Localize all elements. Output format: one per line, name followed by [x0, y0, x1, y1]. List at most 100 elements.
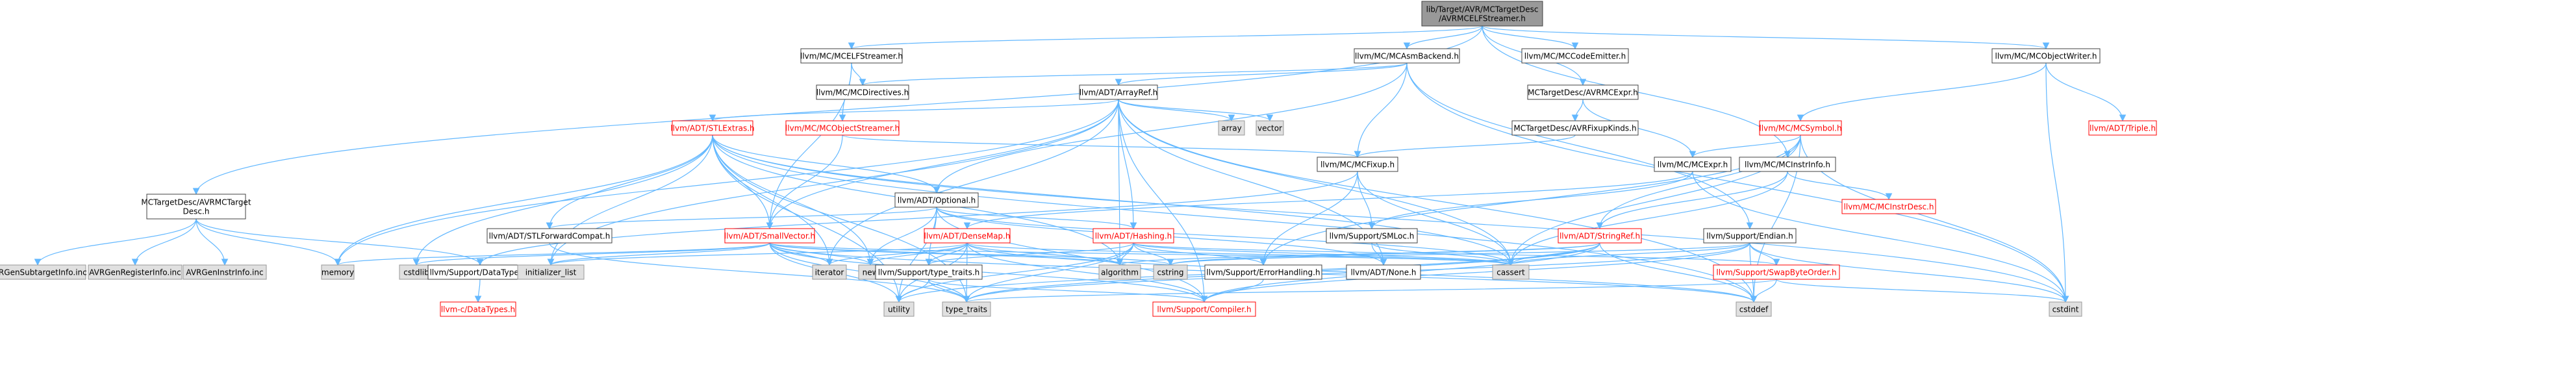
edge-avrmctargetdesc-to-memory: [196, 218, 342, 266]
node-box: [1841, 199, 1936, 214]
node-box: [0, 264, 86, 280]
node-endian[interactable]: llvm/Support/Endian.h: [1703, 228, 1797, 244]
edge-stlextras-to-initlist: [547, 134, 713, 266]
node-mcobjectwriter[interactable]: llvm/MC/MCObjectWriter.h: [1991, 48, 2101, 64]
node-box: [1098, 264, 1141, 280]
node-mcelfstreamer[interactable]: llvm/MC/MCELFStreamer.h: [800, 48, 903, 64]
edge-smallvector-to-initlist: [547, 242, 770, 266]
node-smloc[interactable]: llvm/Support/SMLoc.h: [1326, 228, 1418, 244]
node-adtnone[interactable]: llvm/ADT/None.h: [1346, 264, 1421, 280]
node-errorhandling[interactable]: llvm/Support/ErrorHandling.h: [1204, 264, 1322, 280]
node-label: llvm/ADT/DenseMap.h: [924, 232, 1011, 241]
node-box: [321, 264, 355, 280]
edge-stringref-to-cstring: [1167, 242, 1600, 266]
node-mcasmbackend[interactable]: llvm/MC/MCAsmBackend.h: [1354, 48, 1460, 64]
node-mcsymbol[interactable]: llvm/MC/MCSymbol.h: [1759, 120, 1842, 136]
node-avrfixupkinds[interactable]: MCTargetDesc/AVRFixupKinds.h: [1511, 120, 1639, 136]
node-label: AVRGenInstrInfo.inc: [186, 268, 263, 277]
node-box: [812, 264, 847, 280]
node-mcinstrinfo[interactable]: llvm/MC/MCInstrInfo.h: [1739, 157, 1836, 172]
edge-mcobjectstreamer-to-smallvector: [766, 134, 843, 230]
node-avrmcexpr[interactable]: MCTargetDesc/AVRMCExpr.h: [1527, 84, 1639, 100]
node-box: [1256, 120, 1284, 136]
edge-endian-to-compiler: [1200, 242, 1750, 303]
node-box: [672, 120, 753, 136]
edge-hashing-to-typetraitsh: [925, 242, 1134, 266]
edge-mcfixup-to-smloc: [1357, 171, 1376, 230]
node-stlforwardcompat[interactable]: llvm/ADT/STLForwardCompat.h: [486, 228, 612, 244]
node-label: cstring: [1157, 268, 1183, 277]
edge-arrayref-to-memory: [334, 99, 1119, 266]
edge-stlforwardcompat-to-type_traits: [549, 242, 970, 303]
node-typetraitsh[interactable]: llvm/Support/type_traits.h: [875, 264, 983, 280]
node-box: [1421, 1, 1543, 27]
node-label: llvm/Support/type_traits.h: [878, 268, 980, 277]
node-box: [1317, 157, 1398, 172]
node-initlist: initializer_list: [517, 264, 585, 280]
node-box: [1713, 264, 1840, 280]
edge-hashing-to-type_traits: [963, 242, 1134, 303]
node-stringref[interactable]: llvm/ADT/StringRef.h: [1558, 228, 1642, 244]
node-type_traits: type_traits: [942, 301, 991, 317]
node-mcinstrdesc[interactable]: llvm/MC/MCInstrDesc.h: [1841, 199, 1936, 214]
edge-optional-to-compiler: [936, 207, 1208, 303]
edge-arrayref-to-iterator: [826, 99, 1119, 266]
node-algorithm: algorithm: [1098, 264, 1141, 280]
node-cdatatypes[interactable]: llvm-c/DataTypes.h: [440, 301, 516, 317]
node-stlextras[interactable]: llvm/ADT/STLExtras.h: [670, 120, 755, 136]
edge-mcobjectstreamer-to-mcfixup: [842, 134, 1361, 158]
edge-typetraitsh-to-utility: [895, 279, 929, 303]
node-root[interactable]: lib/Target/AVR/MCTargetDesc/AVRMCELFStre…: [1421, 1, 1543, 27]
node-label: /AVRMCELFStreamer.h: [1439, 14, 1526, 23]
edge-arrayref-to-vector: [1118, 99, 1274, 122]
node-mcfixup[interactable]: llvm/MC/MCFixup.h: [1317, 157, 1398, 172]
node-mcdirectives[interactable]: llvm/MC/MCDirectives.h: [816, 84, 909, 100]
node-label: llvm/ADT/Optional.h: [898, 196, 976, 205]
node-mcexpr[interactable]: llvm/MC/MCExpr.h: [1654, 157, 1732, 172]
node-hashing[interactable]: llvm/ADT/Hashing.h: [1092, 228, 1174, 244]
node-label: llvm/ADT/SmallVector.h: [724, 232, 815, 241]
edge-smallvector-to-cstdlib: [412, 242, 770, 266]
node-label: llvm/ADT/STLExtras.h: [670, 124, 754, 133]
node-label: llvm/MC/MCInstrInfo.h: [1745, 160, 1830, 170]
node-densemap[interactable]: llvm/ADT/DenseMap.h: [924, 228, 1011, 244]
node-mccodeemitter[interactable]: llvm/MC/MCCodeEmitter.h: [1521, 48, 1629, 64]
edge-stlextras-to-cstdlib: [412, 134, 713, 266]
edge-avrmctargetdesc-to-avrgensubtarget: [34, 218, 197, 266]
edge-root-to-mccodeemitter: [1482, 25, 1579, 50]
node-arrayref[interactable]: llvm/ADT/ArrayRef.h: [1079, 84, 1158, 100]
node-triple[interactable]: llvm/ADT/Triple.h: [2088, 120, 2157, 136]
node-box: [1739, 157, 1836, 172]
node-label: new: [863, 268, 879, 277]
node-box: [942, 301, 991, 317]
node-box: [1354, 48, 1460, 64]
node-cstddef: cstddef: [1736, 301, 1772, 317]
node-box: [800, 48, 903, 64]
edge-mcsymbol-to-mcexpr: [1689, 134, 1801, 158]
node-box: [1492, 264, 1530, 280]
node-vector: vector: [1256, 120, 1284, 136]
node-array: array: [1218, 120, 1245, 136]
node-cstring: cstring: [1153, 264, 1188, 280]
node-box: [1204, 264, 1322, 280]
edge-stlextras-to-memory: [334, 134, 713, 266]
edge-typetraitsh-to-compiler: [928, 279, 1208, 303]
node-box: [88, 264, 183, 280]
node-box: [816, 84, 909, 100]
node-mcobjectstreamer[interactable]: llvm/MC/MCObjectStreamer.h: [785, 120, 900, 136]
node-label: cstdint: [2052, 305, 2079, 314]
node-label: algorithm: [1101, 268, 1139, 277]
edge-typetraitsh-to-type_traits: [928, 279, 970, 303]
node-datatypes[interactable]: llvm/Support/DataTypes.h: [427, 264, 533, 280]
node-optional[interactable]: llvm/ADT/Optional.h: [894, 192, 979, 208]
node-label: llvm-c/DataTypes.h: [441, 305, 515, 314]
node-swapbyteorder[interactable]: llvm/Support/SwapByteOrder.h: [1713, 264, 1840, 280]
edge-arrayref-to-smallvector: [766, 99, 1119, 230]
node-box: [1092, 228, 1174, 244]
node-label: cstdlib: [403, 268, 429, 277]
node-smallvector[interactable]: llvm/ADT/SmallVector.h: [724, 228, 815, 244]
node-compiler[interactable]: llvm/Support/Compiler.h: [1152, 301, 1256, 317]
node-label: initializer_list: [525, 268, 577, 277]
edge-mcasmbackend-to-cstdint: [1406, 62, 2069, 303]
